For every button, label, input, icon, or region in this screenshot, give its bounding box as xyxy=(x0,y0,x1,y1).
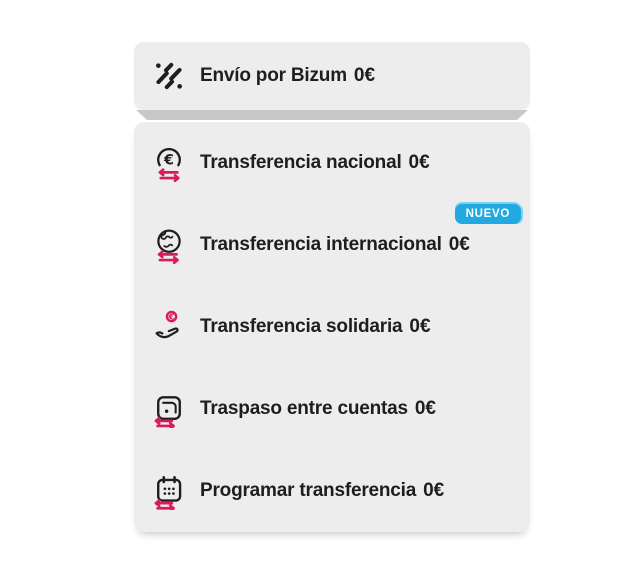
transfer-option-programar[interactable]: Programar transferencia 0€ xyxy=(134,450,530,532)
transfer-option-price: 0€ xyxy=(423,480,445,501)
transfer-option-price: 0€ xyxy=(409,316,431,337)
bizum-option-card[interactable]: Envío por Bizum 0€ xyxy=(134,42,530,110)
transfer-option-price: 0€ xyxy=(414,398,436,419)
card-bevel-edge xyxy=(136,110,528,120)
transfer-option-label: Traspaso entre cuentas xyxy=(200,398,408,419)
transfer-option-label: Transferencia internacional xyxy=(200,234,442,255)
nuevo-badge: NUEVO xyxy=(454,204,521,224)
transfer-option-price: 0€ xyxy=(448,234,470,255)
transfer-options-card: € Transferencia nacional 0€ NUEVO xyxy=(134,122,530,532)
bizum-option-label: Envío por Bizum xyxy=(200,65,347,86)
transfer-option-solidaria[interactable]: € Transferencia solidaria 0€ xyxy=(134,286,530,368)
transfer-option-traspaso[interactable]: Traspaso entre cuentas 0€ xyxy=(134,368,530,450)
transfer-option-label: Programar transferencia xyxy=(200,480,417,501)
transfer-option-label: Transferencia solidaria xyxy=(200,316,403,337)
transfer-option-label: Transferencia nacional xyxy=(200,152,402,173)
bizum-option-price: 0€ xyxy=(353,65,376,86)
transfer-option-nacional[interactable]: € Transferencia nacional 0€ xyxy=(134,122,530,204)
solidarity-transfer-icon: € xyxy=(150,308,188,346)
svg-text:€: € xyxy=(168,312,175,322)
schedule-transfer-icon xyxy=(150,472,188,510)
svg-text:€: € xyxy=(163,152,174,168)
transfer-option-internacional[interactable]: NUEVO Transferencia internacional 0€ xyxy=(134,204,530,286)
international-transfer-icon xyxy=(150,226,188,264)
transfer-option-price: 0€ xyxy=(408,152,430,173)
national-transfer-icon: € xyxy=(150,144,188,182)
between-accounts-icon xyxy=(150,390,188,428)
bizum-icon xyxy=(150,57,188,95)
